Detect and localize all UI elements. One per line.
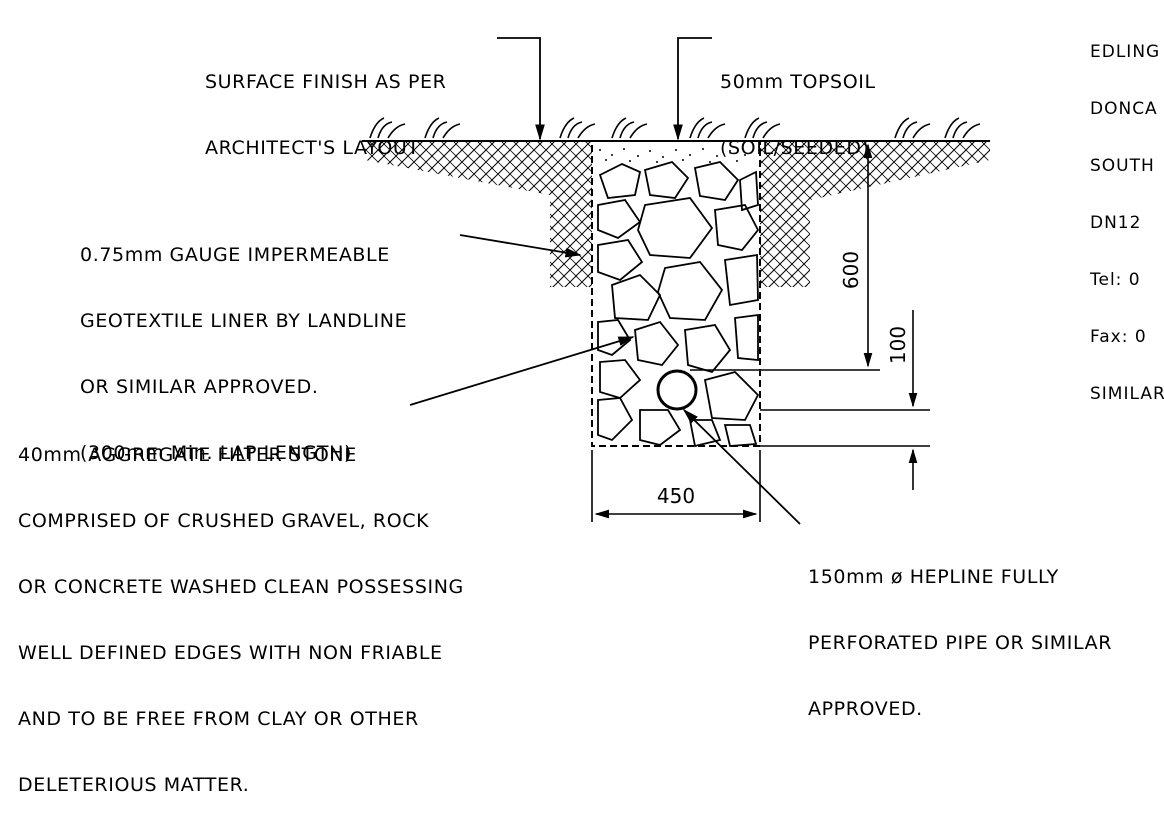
corner-line-1: EDLING (1090, 42, 1161, 62)
aggregate-stones (597, 160, 760, 448)
aggregate-line-4: WELL DEFINED EDGES WITH NON FRIABLE (18, 642, 443, 664)
aggregate-label: 40mm AGGREGATE FILTER STONE COMPRISED OF… (18, 400, 464, 818)
topsoil-label: 50mm TOPSOIL (SOIL/SEEDED) (720, 27, 876, 181)
grass-tufts (369, 117, 981, 139)
liner-line-1: 0.75mm GAUGE IMPERMEABLE (80, 244, 390, 266)
liner-label: 0.75mm GAUGE IMPERMEABLE GEOTEXTILE LINE… (80, 200, 407, 486)
earth-hatch-left (365, 141, 592, 287)
leader-lines (409, 37, 801, 525)
corner-line-4: DN12 (1090, 213, 1142, 233)
aggregate-line-2: COMPRISED OF CRUSHED GRAVEL, ROCK (18, 510, 430, 532)
width-dimension: 450 (657, 484, 695, 508)
perforated-pipe (656, 369, 698, 411)
corner-line-6: Fax: 0 (1090, 327, 1147, 347)
pipe-line-3: APPROVED. (808, 698, 923, 720)
topsoil-line-2: (SOIL/SEEDED) (720, 137, 870, 159)
topsoil-speckle (599, 148, 746, 163)
corner-line-3: SOUTH (1090, 156, 1155, 176)
aggregate-line-3: OR CONCRETE WASHED CLEAN POSSESSING (18, 576, 464, 598)
depth-dimension: 600 (839, 251, 863, 289)
pipe-line-2: PERFORATED PIPE OR SIMILAR (808, 632, 1113, 654)
liner-line-4: (300mm Min. LAP LENGTH) (80, 442, 352, 464)
corner-line-5: Tel: 0 (1090, 270, 1141, 290)
earth-hatch-right (760, 141, 990, 287)
pipe-cover-dimension: 100 (886, 326, 910, 364)
dimension-lines (591, 140, 930, 522)
corner-address-block: EDLING DONCA SOUTH DN12 Tel: 0 Fax: 0 SI… (1090, 5, 1164, 423)
pipe-line-1: 150mm ø HEPLINE FULLY (808, 566, 1059, 588)
aggregate-line-1: 40mm AGGREGATE FILTER STONE (18, 444, 357, 466)
topsoil-line-1: 50mm TOPSOIL (720, 71, 876, 93)
surface-finish-line-1: SURFACE FINISH AS PER (205, 71, 447, 93)
liner-line-2: GEOTEXTILE LINER BY LANDLINE (80, 310, 408, 332)
surface-finish-line-2: ARCHITECT'S LAYOUT (205, 137, 420, 159)
trench-section-drawing: 600 100 450 (362, 37, 990, 525)
pipe-label: 150mm ø HEPLINE FULLY PERFORATED PIPE OR… (808, 522, 1112, 742)
corner-line-2: DONCA (1090, 99, 1158, 119)
aggregate-line-5: AND TO BE FREE FROM CLAY OR OTHER (18, 708, 419, 730)
aggregate-line-6: DELETERIOUS MATTER. (18, 774, 250, 796)
liner-line-3: OR SIMILAR APPROVED. (80, 376, 319, 398)
trench-liner (591, 140, 761, 447)
corner-line-7: SIMILAR (1090, 384, 1164, 404)
surface-finish-label: SURFACE FINISH AS PER ARCHITECT'S LAYOUT (205, 27, 446, 181)
